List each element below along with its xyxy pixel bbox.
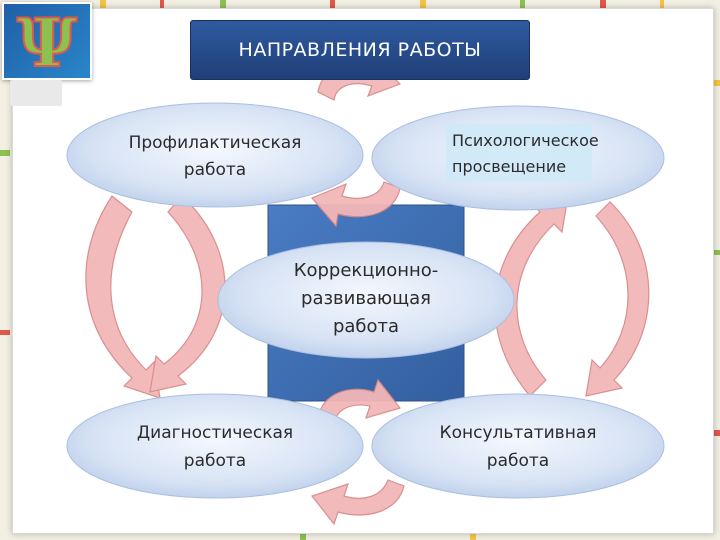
arrow-right-side: [585, 201, 650, 397]
arrow-bottom-center-top: [317, 378, 402, 425]
node-top-right-line-2: просвещение: [452, 157, 566, 176]
arrow-top-right-to-top-left: [311, 181, 401, 228]
node-bottom-right-line-2: работа: [487, 451, 549, 471]
page-title: НАПРАВЛЕНИЯ РАБОТЫ: [238, 39, 482, 61]
logo-strip: [10, 80, 62, 106]
node-top-left: Профилактическая работа: [66, 102, 364, 208]
node-top-left-line-1: Профилактическая: [129, 133, 302, 153]
node-center-line-2: развивающая: [301, 288, 431, 309]
node-top-left-line-2: работа: [184, 160, 246, 180]
logo-symbol: Ψ: [17, 4, 77, 78]
arrow-bottom-center-bottom: [311, 479, 405, 526]
node-bottom-left: Диагностическая работа: [66, 393, 364, 499]
node-center-line-1: Коррекционно-: [294, 260, 439, 281]
node-bottom-right: Консультативная работа: [371, 393, 665, 499]
highlight-box: [446, 124, 592, 182]
node-center: Коррекционно- развивающая работа: [217, 241, 515, 359]
arrow-left-side: [85, 195, 161, 399]
title-banner: НАПРАВЛЕНИЯ РАБОТЫ: [190, 20, 530, 80]
node-center-line-3: работа: [333, 316, 399, 337]
psi-logo: Ψ: [2, 2, 92, 83]
arrow-top-left-to-bottom: [149, 195, 226, 393]
node-bottom-left-line-1: Диагностическая: [137, 423, 293, 443]
node-bottom-right-line-1: Консультативная: [440, 423, 597, 443]
psi-icon: Ψ: [16, 3, 78, 83]
node-top-right-line-1: Психологическое: [452, 131, 599, 150]
node-bottom-left-line-2: работа: [184, 451, 246, 471]
node-top-right: Психологическое просвещение: [371, 105, 665, 211]
